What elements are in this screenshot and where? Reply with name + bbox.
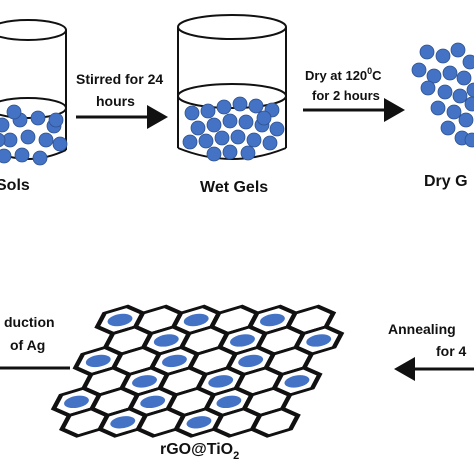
particle xyxy=(52,136,68,152)
particle xyxy=(14,147,30,163)
tio2-particle xyxy=(162,354,187,368)
particle xyxy=(452,88,468,104)
tio2-particle xyxy=(85,354,111,368)
rgo-hexagonal-sheet xyxy=(50,304,345,438)
particle xyxy=(0,117,10,133)
wet-gels-label: Wet Gels xyxy=(200,179,268,196)
particle xyxy=(456,70,472,86)
tio2-particle xyxy=(153,334,179,347)
sols-label: Sols xyxy=(0,177,30,194)
particle xyxy=(450,42,466,58)
stir-label-line2: hours xyxy=(96,93,135,109)
tio2-particle xyxy=(238,354,264,368)
tio2-particle xyxy=(208,375,234,388)
particle xyxy=(240,145,256,161)
particle xyxy=(216,99,232,115)
dry-gels-label: Dry G xyxy=(424,173,468,190)
particle xyxy=(0,148,12,164)
particle xyxy=(411,62,427,78)
anneal-label-line2: for 4 xyxy=(436,343,467,359)
particle xyxy=(182,134,198,150)
particle xyxy=(440,120,456,136)
particle xyxy=(420,80,436,96)
particle xyxy=(426,68,442,84)
tio2-particle xyxy=(140,395,166,409)
particle xyxy=(6,104,22,120)
particle xyxy=(435,48,451,64)
particle xyxy=(446,104,462,120)
particle xyxy=(222,144,238,160)
particle xyxy=(248,98,264,114)
tio2-particle xyxy=(259,313,285,327)
tio2-particle xyxy=(284,375,310,388)
wet-gels-particles xyxy=(182,96,285,162)
tio2-particle xyxy=(132,375,157,388)
particle xyxy=(0,132,6,148)
sols-particles xyxy=(0,104,68,166)
particle xyxy=(466,82,474,98)
hexagon-cell xyxy=(249,406,301,438)
particle xyxy=(238,114,254,130)
particle xyxy=(246,132,262,148)
reduction-label-line1: duction xyxy=(4,314,55,330)
particle xyxy=(419,44,435,60)
particle xyxy=(262,135,278,151)
dry-gels-particles xyxy=(411,42,474,148)
particle xyxy=(38,132,54,148)
dry-label-line2: for 2 hours xyxy=(312,88,380,103)
tio2-particle xyxy=(306,334,332,347)
tio2-particle xyxy=(183,313,209,327)
particle xyxy=(206,117,222,133)
particle xyxy=(442,65,458,81)
reduction-label-line2: of Ag xyxy=(10,337,45,353)
particle xyxy=(190,120,206,136)
particle xyxy=(214,130,230,146)
particle xyxy=(462,54,474,70)
particle xyxy=(222,113,238,129)
particle xyxy=(232,96,248,112)
particle xyxy=(198,133,214,149)
particle xyxy=(437,84,453,100)
particle xyxy=(32,150,48,166)
tio2-particle xyxy=(186,416,212,429)
particle xyxy=(269,121,285,137)
product-label: rGO@TiO2 xyxy=(160,441,239,462)
dry-label-line1: Dry at 1200C xyxy=(305,66,382,83)
particle xyxy=(30,110,46,126)
tio2-particle xyxy=(230,334,255,347)
particle xyxy=(200,103,216,119)
tio2-particle xyxy=(64,395,89,409)
tio2-particle xyxy=(110,416,136,429)
tio2-particle xyxy=(216,395,242,409)
stir-label-line1: Stirred for 24 xyxy=(76,71,163,87)
tio2-particle xyxy=(107,313,133,327)
particle xyxy=(458,112,474,128)
particle xyxy=(20,129,36,145)
particle xyxy=(184,105,200,121)
particle xyxy=(48,112,64,128)
particle xyxy=(430,100,446,116)
anneal-label-line1: Annealing xyxy=(388,321,456,337)
particle xyxy=(206,146,222,162)
particle xyxy=(230,129,246,145)
particle xyxy=(464,132,474,148)
particle xyxy=(256,110,272,126)
